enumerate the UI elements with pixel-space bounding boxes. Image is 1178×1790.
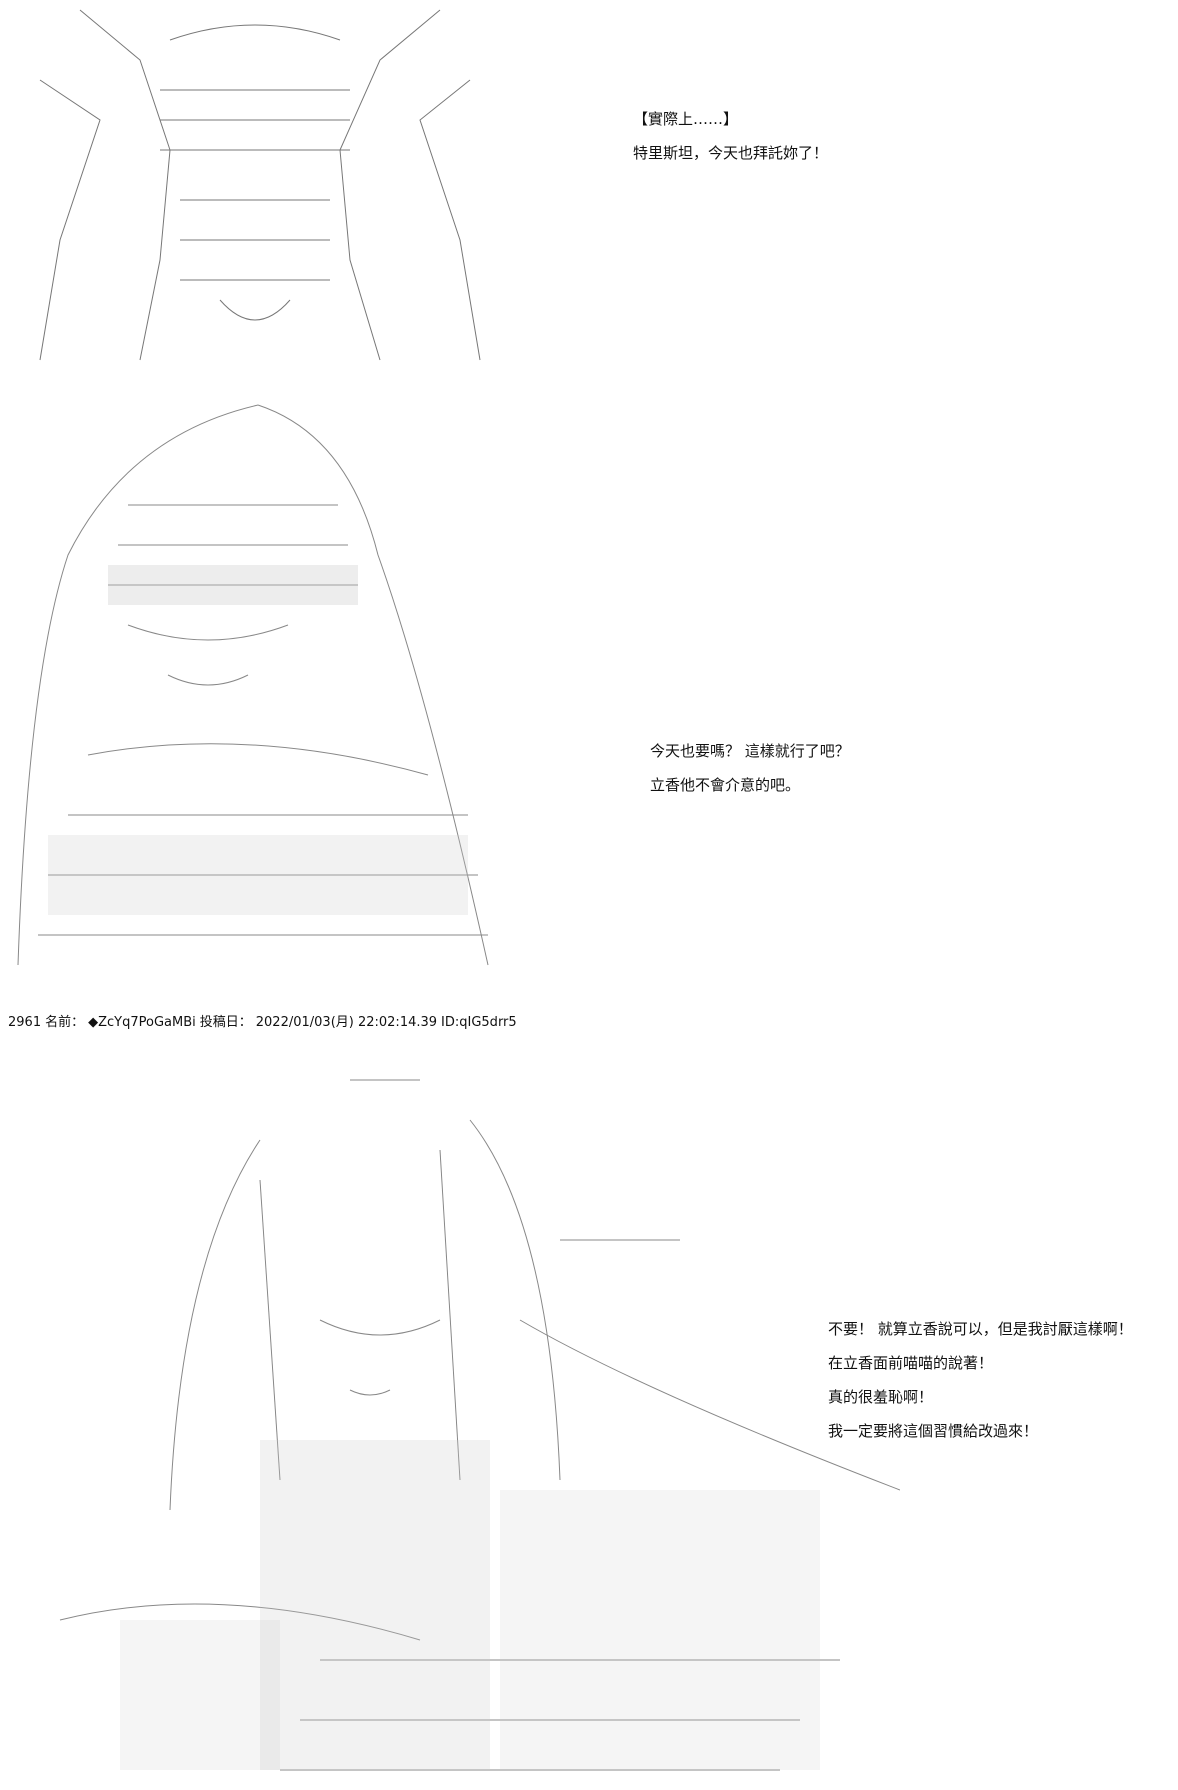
- dialogue-line: 不要！ 就算立香說可以，但是我討厭這樣啊！: [828, 1320, 1133, 1338]
- panel-2: 今天也要嗎？ 這樣就行了吧？ 立香他不會介意的吧。: [0, 395, 1178, 985]
- ascii-art-figure-2: [8, 395, 498, 975]
- ascii-art-figure-1: [20, 0, 490, 370]
- panel-1: 【實際上……】 特里斯坦，今天也拜託妳了！: [0, 0, 1178, 380]
- dialogue-line: 今天也要嗎？ 這樣就行了吧？: [650, 742, 850, 760]
- dialogue-2: 今天也要嗎？ 這樣就行了吧？ 立香他不會介意的吧。: [650, 740, 850, 808]
- post-id: ID:qIG5drr5: [441, 1015, 517, 1030]
- post-tripcode: ◆ZcYq7PoGaMBi: [88, 1015, 196, 1030]
- dialogue-line: 【實際上……】: [633, 110, 739, 128]
- post-number: 2961: [8, 1015, 42, 1030]
- panel-3: 不要！ 就算立香說可以，但是我討厭這樣啊！ 在立香面前喵喵的說著！ 真的很羞恥啊…: [0, 1040, 1178, 1790]
- ascii-art-figure-3: [20, 1060, 900, 1780]
- post-date: 2022/01/03(月) 22:02:14.39: [255, 1015, 438, 1030]
- dialogue-3: 不要！ 就算立香說可以，但是我討厭這樣啊！ 在立香面前喵喵的說著！ 真的很羞恥啊…: [828, 1318, 1133, 1454]
- post-date-label: 投稿日：: [199, 1015, 252, 1030]
- dialogue-line: 特里斯坦，今天也拜託妳了！: [633, 144, 829, 162]
- dialogue-line: 真的很羞恥啊！: [828, 1388, 934, 1406]
- dialogue-line: 立香他不會介意的吧。: [650, 776, 801, 794]
- dialogue-line: 我一定要將這個習慣給改過來！: [828, 1422, 1039, 1440]
- dialogue-1: 【實際上……】 特里斯坦，今天也拜託妳了！: [633, 108, 828, 176]
- dialogue-line: 在立香面前喵喵的說著！: [828, 1354, 994, 1372]
- post-name-label: 名前：: [45, 1015, 85, 1030]
